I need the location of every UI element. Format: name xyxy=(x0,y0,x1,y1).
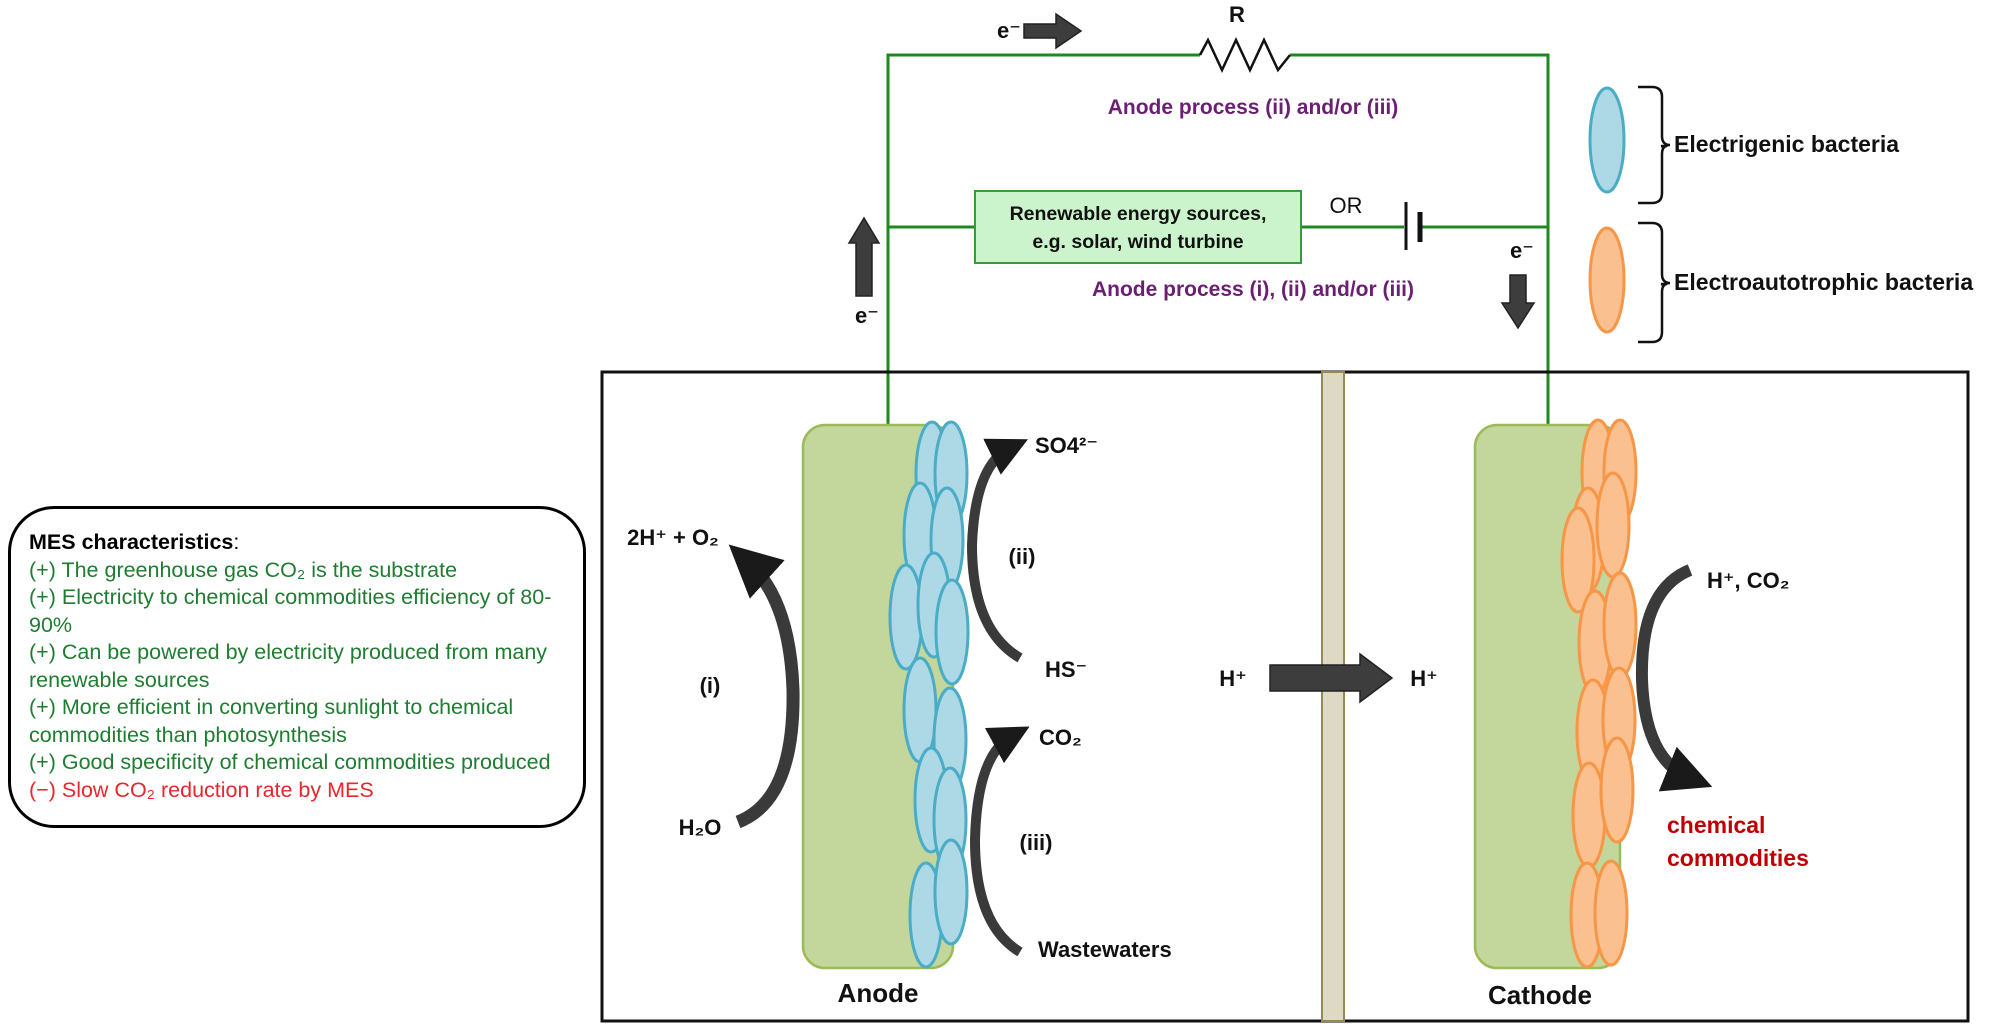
co2-anode-label: CO₂ xyxy=(1039,725,1082,750)
anode-process-top-label: Anode process (ii) and/or (iii) xyxy=(1108,96,1399,119)
mes-item: (+) Can be powered by electricity produc… xyxy=(29,640,548,692)
legend-electroautotrophic-label: - Electroautotrophic bacteria xyxy=(1660,269,1973,295)
electroautotrophic-biofilm xyxy=(1560,418,1638,969)
circuit-wires xyxy=(886,53,1550,425)
product-label-line1: chemical xyxy=(1667,812,1765,838)
wastewaters-label: Wastewaters xyxy=(1038,937,1172,962)
mes-characteristics-box: MES characteristics: (+) The greenhouse … xyxy=(8,506,586,828)
reaction-arrow-i-icon xyxy=(728,544,800,829)
reactor-outline xyxy=(600,370,1970,1023)
sulfide-label: HS⁻ xyxy=(1045,657,1087,682)
process-iii-label: (iii) xyxy=(1020,830,1053,855)
electrigenic-biofilm xyxy=(888,420,970,969)
cathode-inputs-label: H⁺, CO₂ xyxy=(1707,568,1790,593)
membrane xyxy=(1321,371,1345,1022)
electron-arrow-down-icon xyxy=(1500,274,1536,330)
proton-left-label: H⁺ xyxy=(1219,666,1247,691)
electron-label-right: e⁻ xyxy=(1510,238,1534,263)
legend-bracket-2-icon xyxy=(1638,221,1671,344)
water-label: H₂O xyxy=(679,815,722,840)
legend: - Electrigenic bacteria - Electroautotro… xyxy=(1588,85,1973,344)
anode-process-bottom-label: Anode process (i), (ii) and/or (iii) xyxy=(1092,278,1414,301)
legend-electroautotrophic-swatch xyxy=(1588,226,1626,334)
oxygen-products-label: 2H⁺ + O₂ xyxy=(627,525,719,550)
legend-electrigenic-label: - Electrigenic bacteria xyxy=(1660,131,1899,157)
renewable-energy-box xyxy=(974,190,1302,264)
electron-arrow-top-icon xyxy=(1023,12,1083,50)
cathode-reaction-arrow-icon xyxy=(1635,564,1713,792)
electron-arrow-up-icon xyxy=(847,216,881,297)
mes-characteristics-title: MES characteristics: xyxy=(29,530,240,554)
product-label-line2: commodities xyxy=(1667,845,1809,871)
electron-label-top: e⁻ xyxy=(997,18,1021,43)
anode-label: Anode xyxy=(838,978,919,1008)
reaction-arrow-ii-icon xyxy=(966,438,1028,663)
battery-icon xyxy=(1404,202,1423,250)
process-ii-label: (ii) xyxy=(1009,544,1036,569)
mes-item: (+) The greenhouse gas CO₂ is the substr… xyxy=(29,557,458,582)
mes-item: (+) Electricity to chemical commodities … xyxy=(29,585,552,637)
electron-label-left: e⁻ xyxy=(855,303,879,328)
mes-item: (+) Good specificity of chemical commodi… xyxy=(29,750,551,774)
legend-electrigenic-swatch xyxy=(1588,86,1626,194)
process-i-label: (i) xyxy=(700,673,721,698)
reaction-arrow-iii-icon xyxy=(969,726,1030,957)
resistor-icon xyxy=(1198,37,1291,73)
renewable-box-line1: Renewable energy sources, xyxy=(1010,203,1267,225)
cathode-label: Cathode xyxy=(1488,980,1592,1010)
mes-item: (+) More efficient in converting sunligh… xyxy=(29,695,514,747)
resistor-label: R xyxy=(1229,2,1245,27)
legend-bracket-1-icon xyxy=(1638,85,1671,205)
renewable-box-line2: e.g. solar, wind turbine xyxy=(1032,231,1243,253)
sulfate-label: SO4²⁻ xyxy=(1035,433,1098,458)
proton-transfer-arrow-icon xyxy=(1269,652,1394,704)
or-label: OR xyxy=(1330,193,1363,218)
mes-item: (−) Slow CO₂ reduction rate by MES xyxy=(29,777,374,802)
proton-right-label: H⁺ xyxy=(1410,666,1438,691)
